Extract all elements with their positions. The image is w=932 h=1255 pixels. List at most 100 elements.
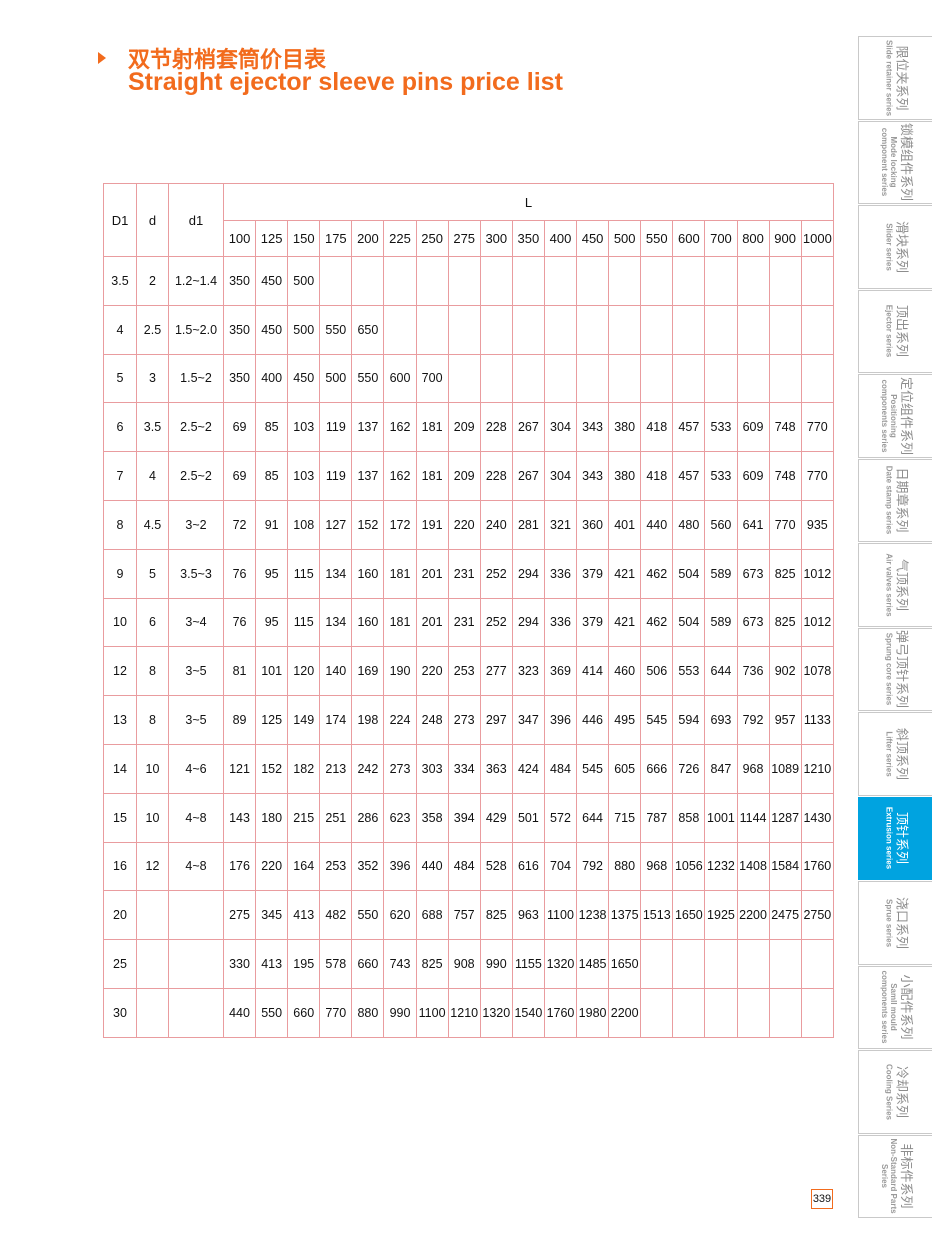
price-cell: 209 <box>447 402 481 453</box>
price-cell: 213 <box>319 743 353 794</box>
price-cell: 152 <box>255 743 289 794</box>
price-cell: 500 <box>319 353 353 404</box>
price-cell: 968 <box>640 841 674 892</box>
price-cell: 134 <box>319 548 353 599</box>
cell-d1-inner: 3~2 <box>168 499 224 550</box>
price-cell: 231 <box>447 548 481 599</box>
price-cell <box>768 987 802 1038</box>
price-cell: 641 <box>736 499 770 550</box>
nav-tab-en: Ejector series <box>884 305 893 358</box>
nav-tab-cn: 小配件系列 <box>897 974 913 1040</box>
price-cell: 209 <box>447 451 481 501</box>
price-cell <box>479 256 513 306</box>
price-cell: 429 <box>479 792 513 843</box>
price-cell: 825 <box>415 939 449 989</box>
price-cell: 172 <box>383 499 417 550</box>
price-cell: 545 <box>576 743 610 794</box>
nav-tab-en: Cooling Series <box>884 1063 893 1120</box>
cell-d1-outer: 12 <box>103 646 137 697</box>
price-cell: 281 <box>511 499 545 550</box>
nav-tab-cn: 斜顶系列 <box>893 727 908 780</box>
nav-tab-en: Air valves series <box>884 553 893 617</box>
price-cell: 121 <box>222 743 257 794</box>
price-cell: 380 <box>608 451 642 501</box>
price-cell: 908 <box>447 939 481 989</box>
price-cell: 85 <box>255 451 289 501</box>
price-cell: 201 <box>415 548 449 599</box>
price-cell <box>672 304 706 355</box>
cell-d1-inner: 3~5 <box>168 646 224 697</box>
price-cell: 1760 <box>800 841 835 892</box>
cell-d: 2 <box>136 256 169 306</box>
price-cell: 352 <box>351 841 385 892</box>
price-cell: 748 <box>768 402 802 453</box>
price-cell: 401 <box>608 499 642 550</box>
cell-d1-inner: 2.5~2 <box>168 402 224 453</box>
price-cell: 440 <box>415 841 449 892</box>
header-length-125: 125 <box>255 220 289 257</box>
price-cell: 253 <box>319 841 353 892</box>
price-cell <box>383 304 417 355</box>
price-cell: 294 <box>511 548 545 599</box>
price-cell: 605 <box>608 743 642 794</box>
price-cell: 501 <box>511 792 545 843</box>
price-cell: 169 <box>351 646 385 697</box>
price-cell <box>736 987 770 1038</box>
page-number: 339 <box>811 1189 833 1209</box>
price-cell <box>640 256 674 306</box>
page-title-en: Straight ejector sleeve pins price list <box>128 68 563 96</box>
price-cell: 504 <box>672 597 706 648</box>
price-cell: 160 <box>351 548 385 599</box>
price-cell: 69 <box>222 451 257 501</box>
price-cell: 1925 <box>704 890 738 941</box>
price-cell: 137 <box>351 451 385 501</box>
cell-d1-outer: 9 <box>103 548 137 599</box>
header-length-225: 225 <box>383 220 417 257</box>
price-cell: 95 <box>255 597 289 648</box>
cell-d1-inner: 4~8 <box>168 841 224 892</box>
price-cell: 350 <box>222 256 257 306</box>
price-cell: 450 <box>255 304 289 355</box>
cell-d: 12 <box>136 841 169 892</box>
cell-d <box>136 939 169 989</box>
price-cell: 125 <box>255 695 289 745</box>
price-cell: 787 <box>640 792 674 843</box>
price-cell: 108 <box>287 499 321 550</box>
price-cell: 379 <box>576 548 610 599</box>
price-cell: 330 <box>222 939 257 989</box>
cell-d: 6 <box>136 597 169 648</box>
cell-d1-outer: 4 <box>103 304 137 355</box>
price-cell: 191 <box>415 499 449 550</box>
price-cell <box>511 304 545 355</box>
cell-d: 4.5 <box>136 499 169 550</box>
price-cell: 506 <box>640 646 674 697</box>
nav-tab-cn: 顶出系列 <box>893 305 908 358</box>
header-length-200: 200 <box>351 220 385 257</box>
nav-tab-cn: 非标件系列 <box>897 1143 913 1209</box>
price-cell: 267 <box>511 451 545 501</box>
price-cell: 880 <box>608 841 642 892</box>
price-cell: 182 <box>287 743 321 794</box>
price-cell <box>768 939 802 989</box>
